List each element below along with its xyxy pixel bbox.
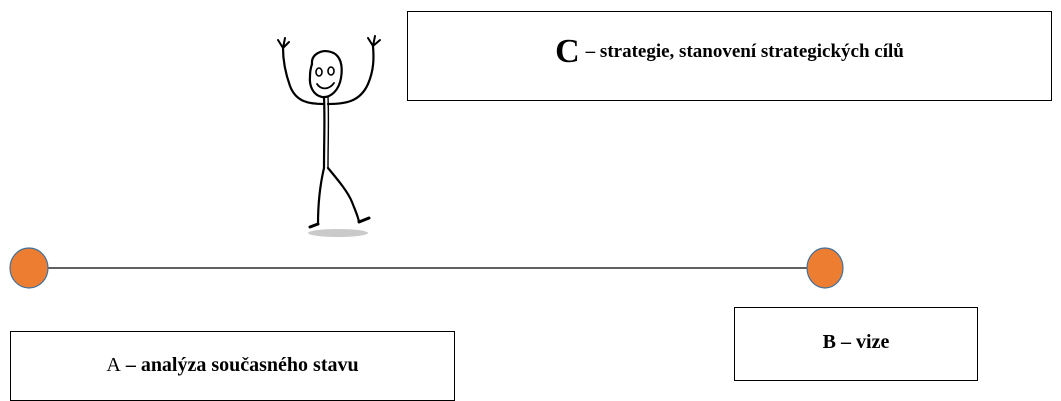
- box-c-strategy: C – strategie, stanovení strategických c…: [407, 11, 1052, 101]
- end-node: [806, 247, 844, 289]
- stick-figure-cheering-icon: [277, 35, 381, 237]
- box-a-letter: A: [106, 354, 121, 376]
- box-c-text: – strategie, stanovení strategických cíl…: [585, 41, 904, 62]
- start-node: [9, 247, 49, 289]
- box-b-vision: B – vize: [734, 307, 978, 381]
- diagram-canvas: [9, 35, 844, 289]
- box-b-text: B – vize: [822, 331, 890, 353]
- box-a-text: – analýza současného stavu: [125, 354, 359, 376]
- box-a-analysis: A – analýza současného stavu: [10, 331, 455, 401]
- box-c-letter: C: [555, 33, 580, 70]
